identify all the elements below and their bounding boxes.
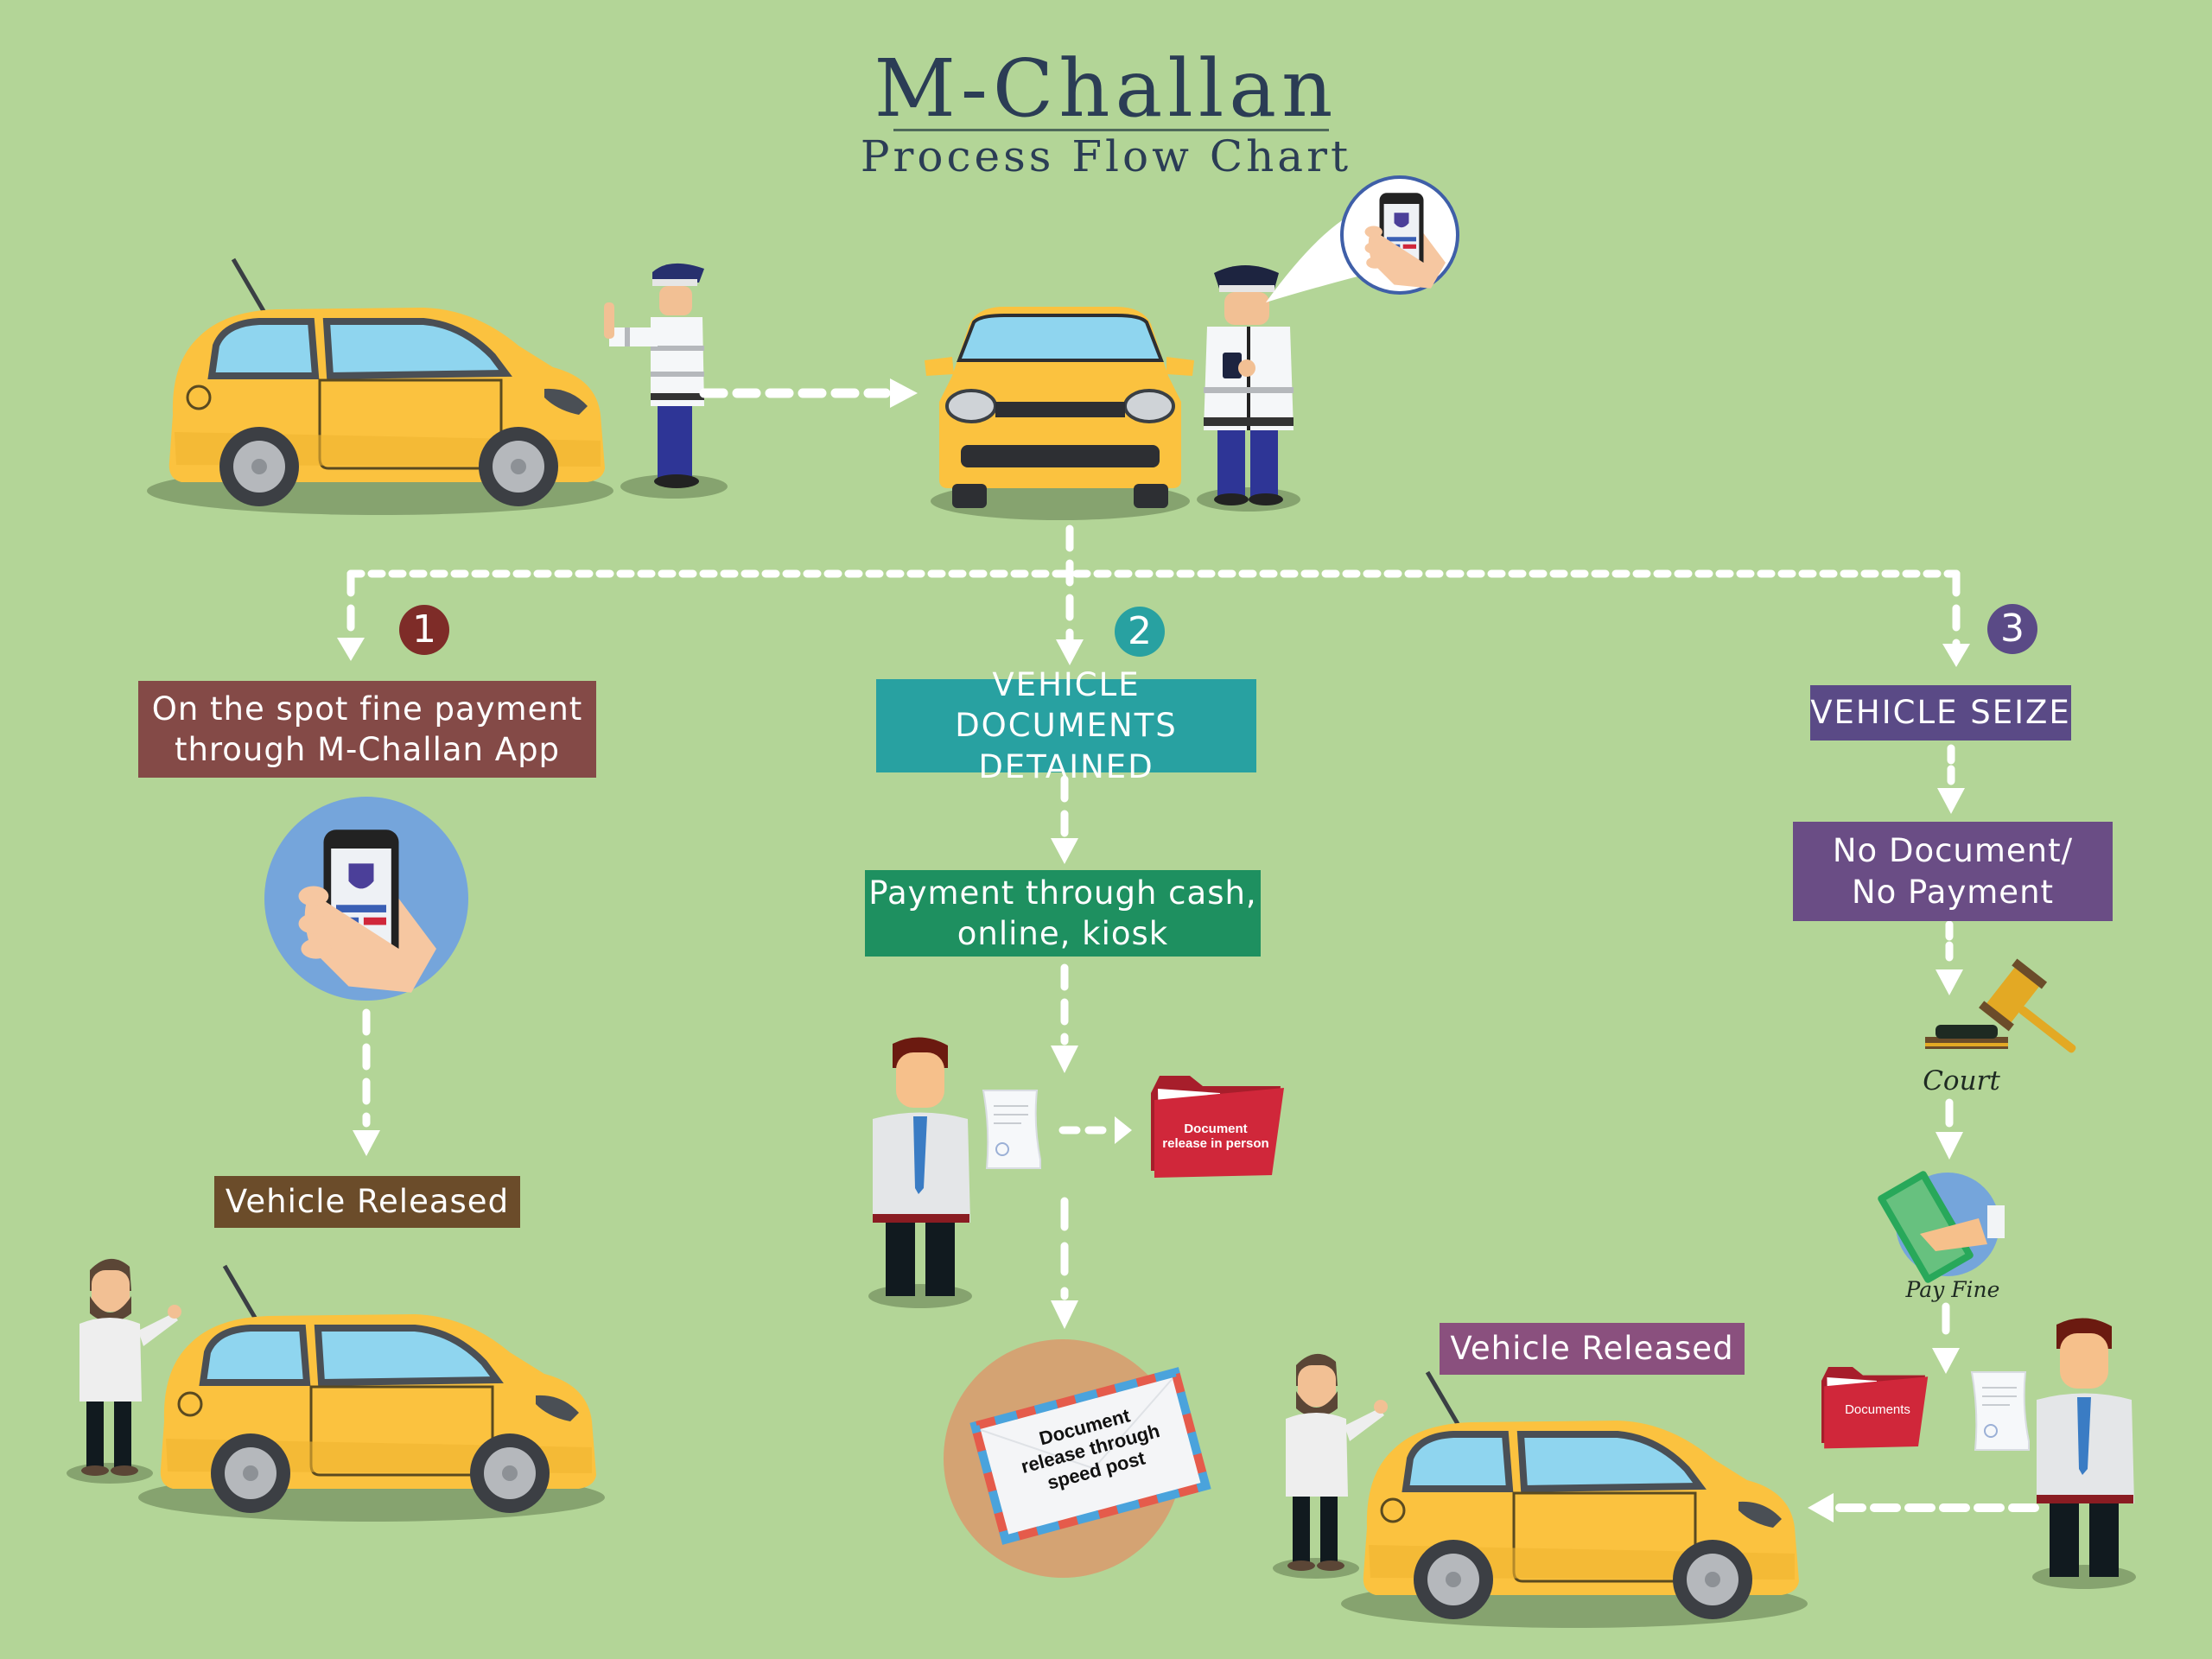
court-label: Court: [1923, 1065, 2000, 1096]
car-side-icon: [138, 1266, 605, 1522]
dashed-arrow-3a: [1937, 744, 1965, 814]
arrow-down-3: [1942, 644, 1970, 667]
option-2-line-1: VEHICLE DOCUMENTS: [955, 665, 1178, 745]
folder-line-2: release in person: [1162, 1136, 1269, 1151]
no-document-line-2: No Payment: [1851, 873, 2055, 911]
arrow-down-2: [1056, 639, 1084, 665]
page-subtitle: Process Flow Chart: [860, 131, 1352, 181]
gavel-icon: [1925, 958, 2076, 1053]
option-1-line-2: through M-Challan App: [174, 731, 561, 768]
folder-label-in-person: Document release in person: [1151, 1122, 1281, 1151]
arrow-down-1: [337, 638, 365, 661]
documents-folder-label: Documents: [1845, 1402, 1910, 1417]
traffic-police-icon: [604, 263, 728, 499]
traffic-police-phone-icon: [1195, 264, 1302, 513]
smartphone-app-icon: [264, 797, 468, 1001]
person-icon: [1971, 1318, 2136, 1589]
folder-line-1: Document: [1184, 1122, 1248, 1136]
option-1-box: On the spot fine payment through M-Chall…: [138, 681, 596, 778]
dashed-arrow-1-down: [353, 1008, 380, 1156]
page-title: M-Challan: [874, 42, 1338, 135]
dashed-arrow-2-right: [1058, 1116, 1132, 1144]
dashed-arrow-2a: [1051, 775, 1078, 864]
dashed-arrow-2c: [1051, 1197, 1078, 1329]
envelope-icon: [944, 1339, 1211, 1578]
vehicle-released-label-1: Vehicle Released: [214, 1176, 520, 1228]
vehicle-released-text-1: Vehicle Released: [225, 1183, 510, 1221]
vehicle-released-label-3: Vehicle Released: [1440, 1323, 1745, 1375]
branch-connector: [346, 524, 1961, 648]
step-badge-3: 3: [1987, 604, 2037, 654]
dashed-arrow-3c: [1936, 1098, 1963, 1160]
option-1-line-1: On the spot fine payment: [151, 690, 583, 728]
step-badge-2: 2: [1115, 607, 1165, 657]
option-2-line-2: DETAINED: [978, 747, 1154, 785]
dashed-arrow-top: [699, 378, 918, 408]
cash-payment-icon: [1878, 1171, 2005, 1283]
option-3-line-1: VEHICLE SEIZE: [1810, 694, 2071, 732]
speech-bubble-phone-icon: [1266, 175, 1459, 302]
option-2-box: VEHICLE DOCUMENTS DETAINED: [876, 666, 1256, 785]
car-side-icon: [147, 259, 613, 515]
step-badge-1: 1: [399, 605, 449, 655]
vehicle-released-text-3: Vehicle Released: [1450, 1330, 1734, 1368]
title-divider: [893, 129, 1329, 131]
dashed-arrow-2b: [1051, 963, 1078, 1073]
car-front-icon: [923, 305, 1196, 522]
option-3-box: VEHICLE SEIZE: [1810, 685, 2071, 741]
dashed-arrow-3d: [1932, 1302, 1960, 1374]
dashed-arrow-3b: [1936, 920, 1963, 995]
payment-line-1: Payment through cash,: [868, 874, 1257, 912]
pay-fine-label: Pay Fine: [1905, 1277, 2000, 1302]
payment-line-2: online, kiosk: [957, 915, 1169, 952]
payment-methods-box: Payment through cash, online, kiosk: [865, 870, 1261, 957]
no-document-line-1: No Document/: [1832, 832, 2074, 870]
car-side-icon: [1341, 1372, 1808, 1628]
no-document-box: No Document/ No Payment: [1793, 822, 2113, 921]
person-icon: [868, 1037, 1041, 1308]
dashed-arrow-3-left: [1808, 1493, 2039, 1522]
